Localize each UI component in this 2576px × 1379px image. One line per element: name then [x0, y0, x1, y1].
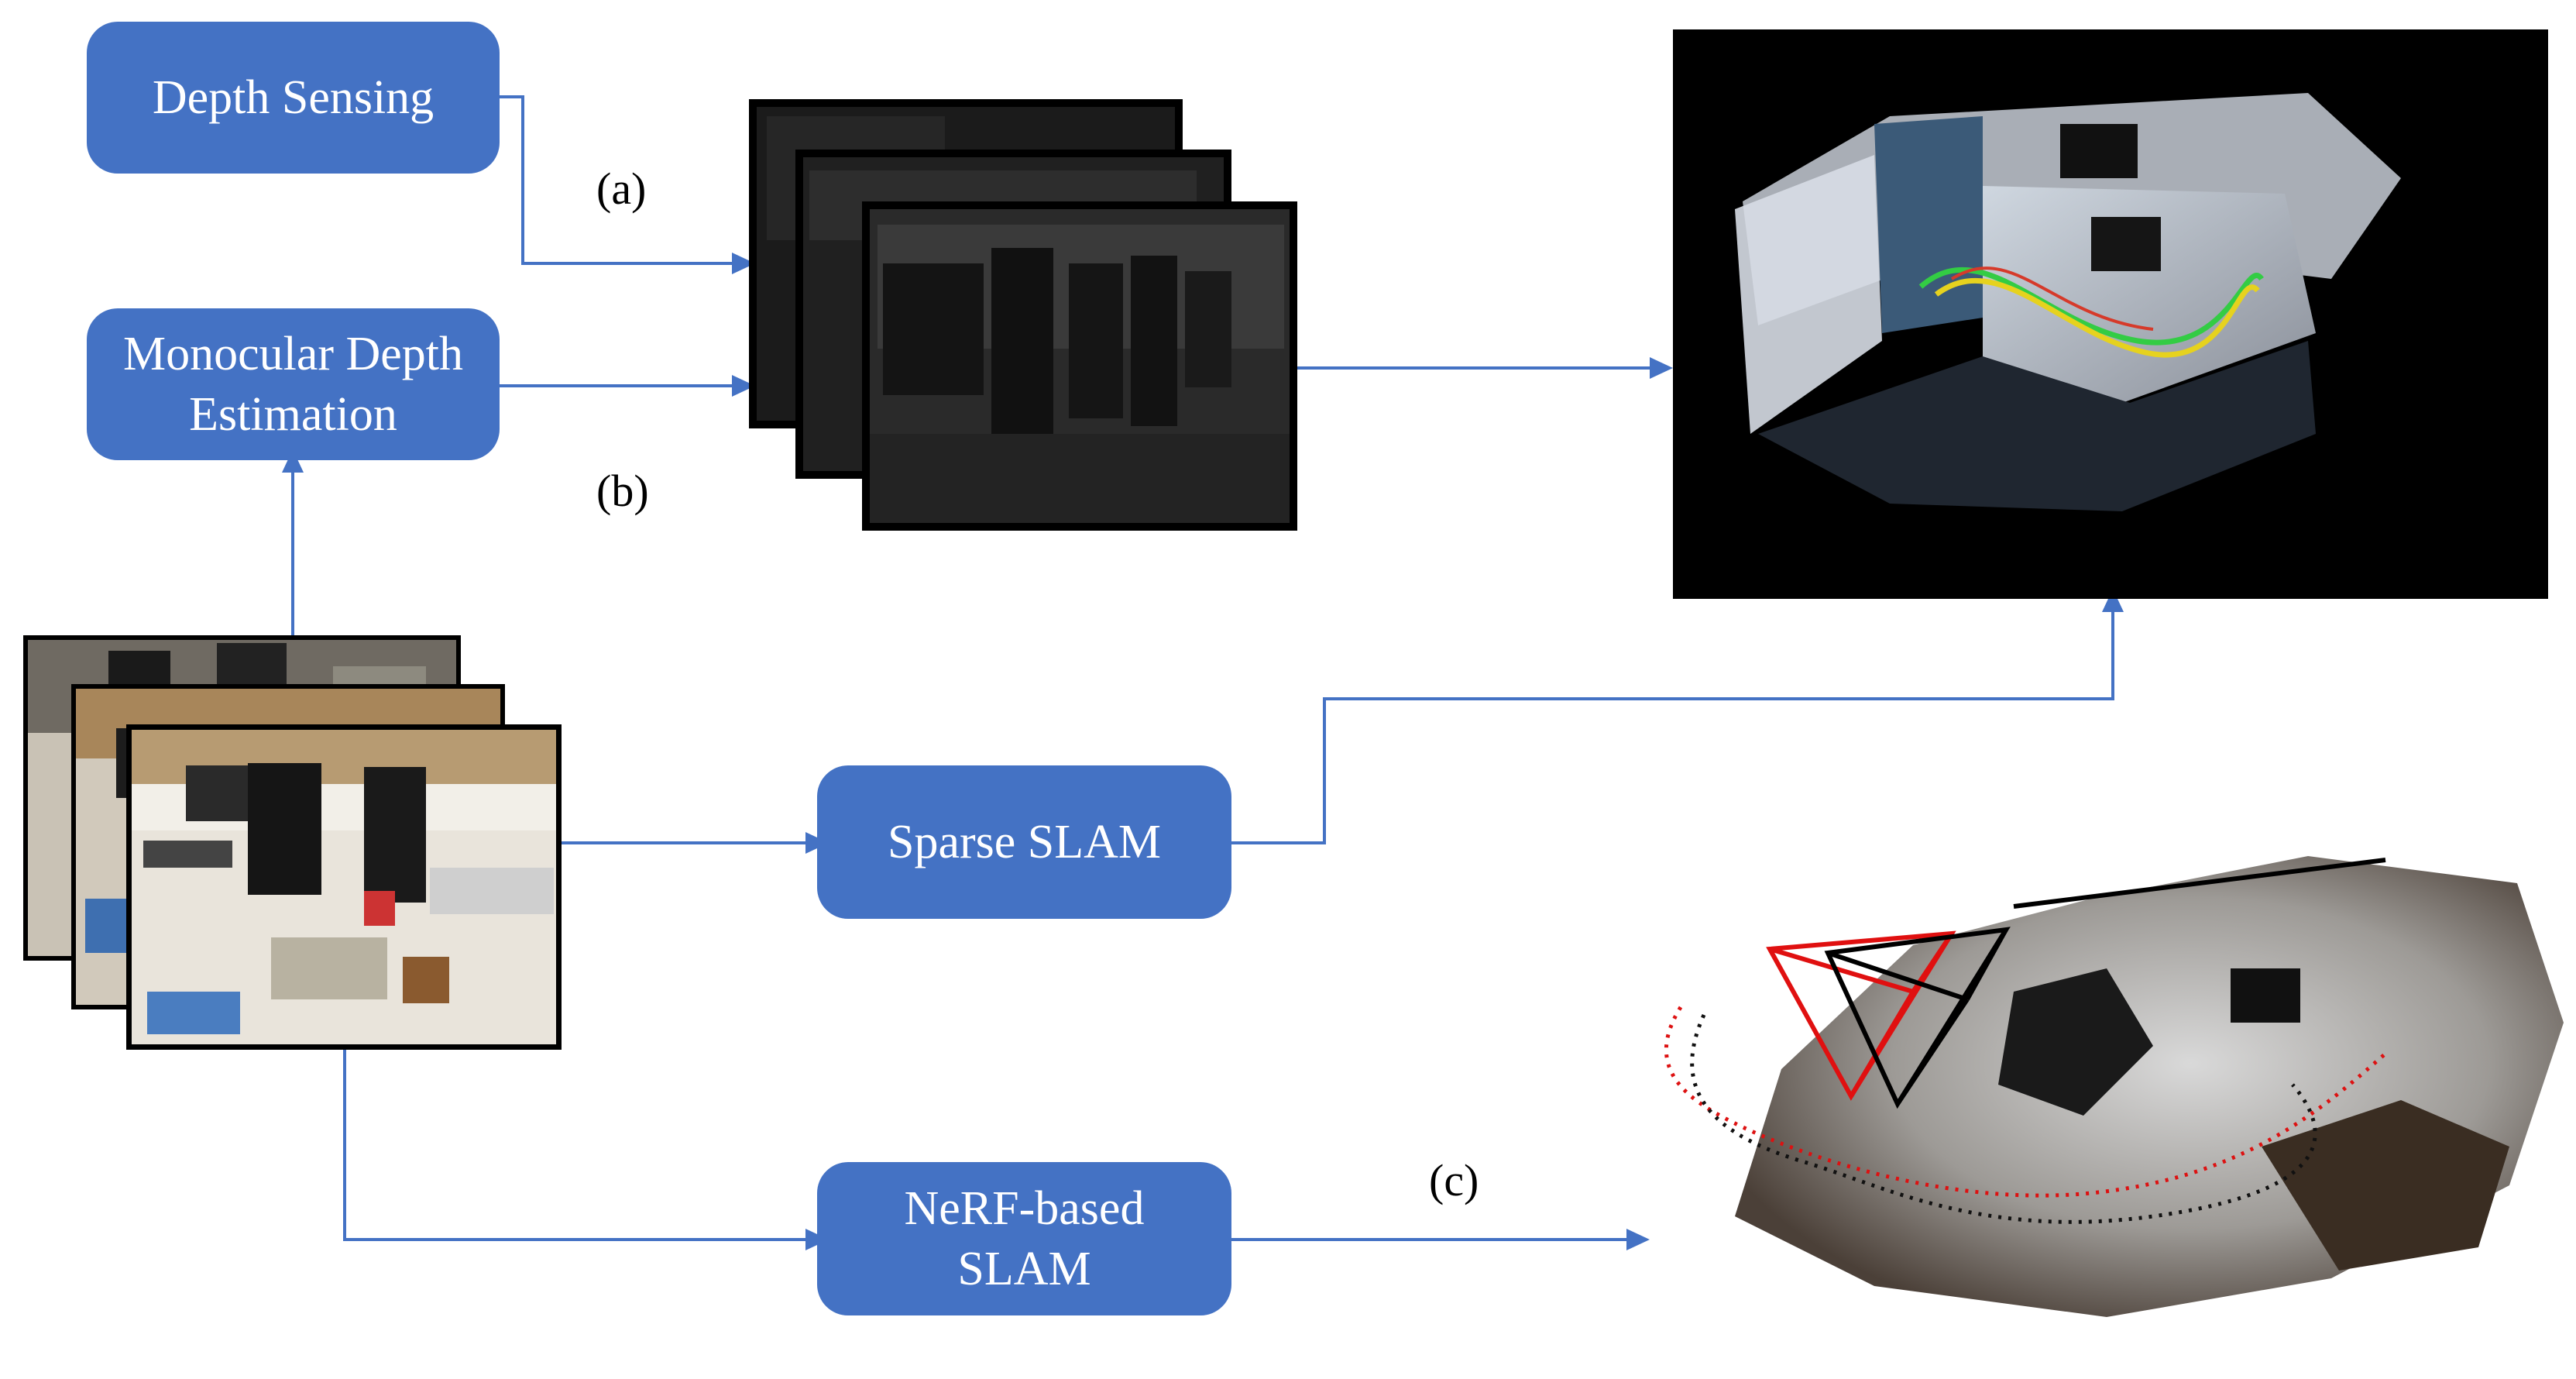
- camera-frustum-black: [1824, 858, 2386, 1109]
- node-nerf-based-slam: NeRF-based SLAM: [817, 1162, 1231, 1315]
- label-c: (c): [1429, 1155, 1479, 1205]
- arrow-rgb-to-nerf-slam: [343, 1046, 805, 1241]
- connectors: [291, 95, 2114, 1241]
- arrow-sparse-slam-to-pointcloud: [1231, 612, 2114, 844]
- node-depth-sensing: Depth Sensing: [87, 22, 500, 174]
- node-monocular-depth-estimation: Monocular Depth Estimation: [87, 308, 500, 460]
- label-a: (a): [596, 163, 647, 214]
- rgb-frame-stack: [23, 635, 562, 1050]
- depth-map-front: [862, 201, 1297, 531]
- arrowheads: [282, 253, 2124, 1250]
- arrow-depth-sensing-to-depth-maps: [500, 95, 732, 265]
- nerf-mesh-reconstruction-with-camera-trajectory: [1664, 856, 2564, 1317]
- rgb-frame-front: [126, 724, 562, 1050]
- node-sparse-slam: Sparse SLAM: [817, 765, 1231, 919]
- dense-point-cloud-reconstruction: [1673, 29, 2548, 599]
- depth-map-stack: [749, 99, 1297, 531]
- label-b: (b): [596, 466, 649, 516]
- camera-frustum-red: [1766, 930, 1956, 1101]
